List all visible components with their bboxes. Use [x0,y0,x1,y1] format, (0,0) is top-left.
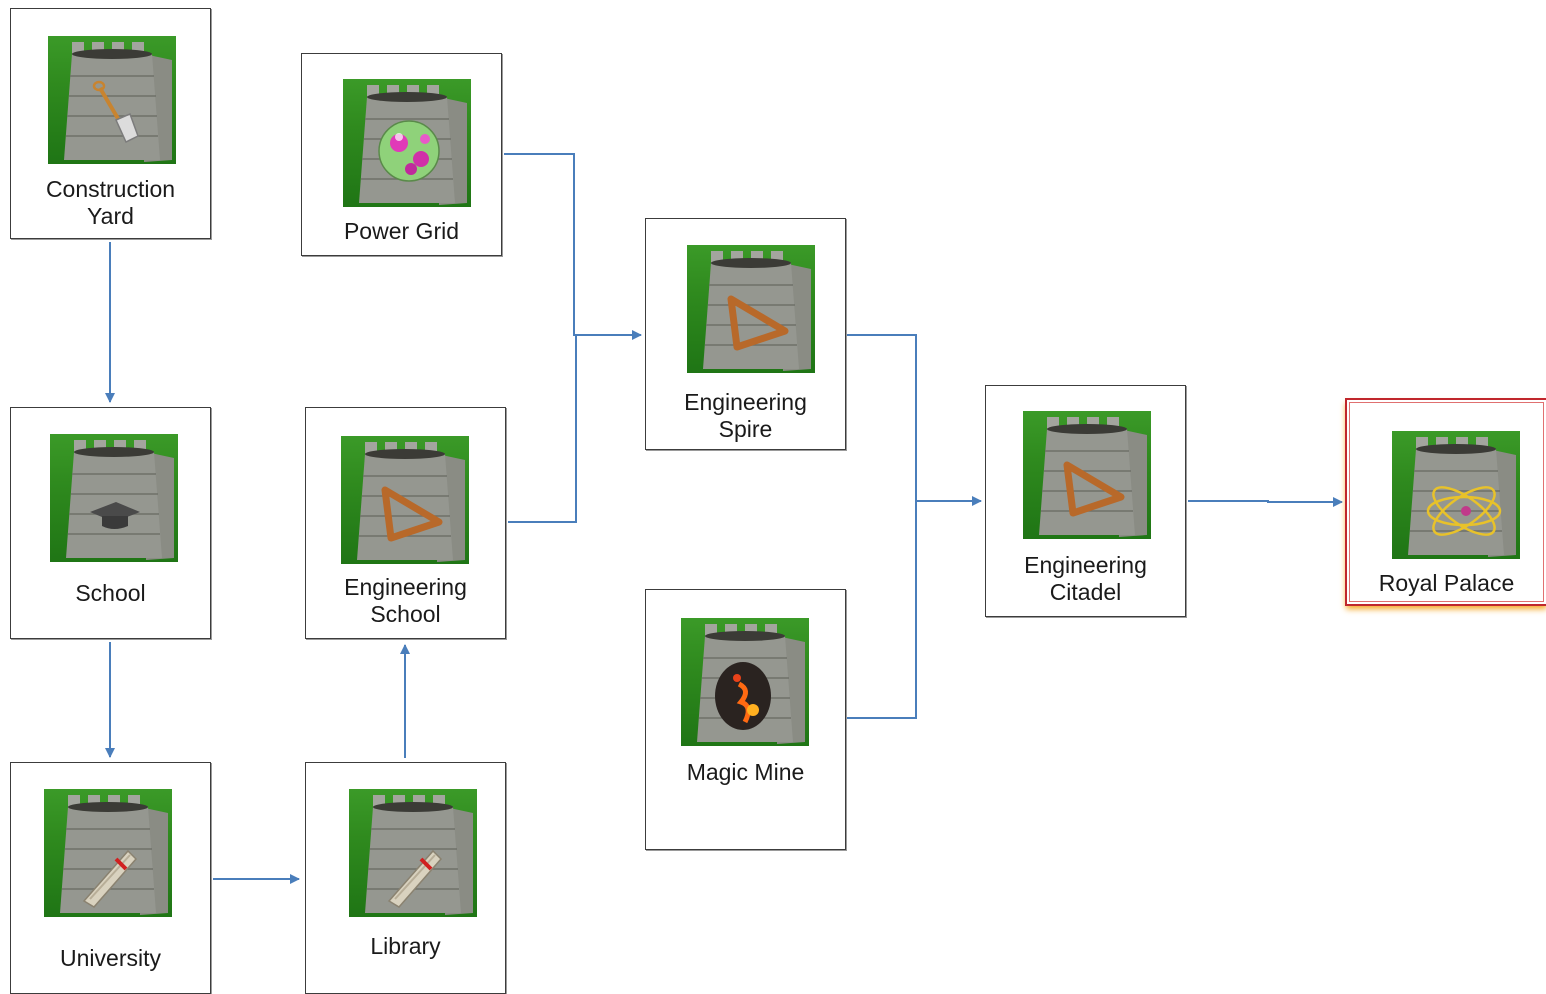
node-label: Magic Mine [686,759,805,785]
set-square-icon [1063,461,1125,517]
lava-icon [715,662,771,730]
node-label: Library [370,933,441,959]
edge-magic-mine-to-citadel [847,501,917,719]
tower-image [681,618,809,746]
node-library[interactable]: Library [305,762,506,994]
graduation-cap-icon [90,502,140,529]
node-engineering-spire[interactable]: Engineering Spire [645,218,846,450]
tower-image [50,434,178,562]
tower-image [1023,411,1151,539]
edge-citadel-to-royal-palace [1188,497,1343,507]
node-label: Royal Palace [1378,570,1515,596]
tower-image [341,436,469,564]
node-university[interactable]: University [10,762,211,994]
edge-power-grid-to-spire [504,153,642,340]
node-engineering-school[interactable]: Engineering School [305,407,506,639]
node-royal-palace[interactable]: Royal Palace [1345,398,1546,606]
tower-image [349,789,477,917]
node-construction-yard[interactable]: Construction Yard [10,8,211,239]
node-label: Engineering Citadel [1024,552,1147,605]
edge-engineering-school-to-spire [508,335,577,523]
edge-spire-to-citadel [847,334,982,506]
set-square-icon [727,295,789,351]
shovel-icon [92,80,139,144]
atom-ring-icon [1426,486,1502,536]
tower-image [1392,431,1520,559]
set-square-icon [381,486,443,542]
node-label: University [60,945,161,971]
node-label: School [75,580,146,606]
node-label: Engineering Spire [684,389,807,442]
node-engineering-citadel[interactable]: Engineering Citadel [985,385,1186,617]
node-label: Power Grid [343,218,460,244]
tower-image [343,79,471,207]
node-power-grid[interactable]: Power Grid [301,53,502,256]
node-label: Engineering School [344,574,467,627]
tower-image [687,245,815,373]
tower-image [44,789,172,917]
tower-image [48,36,176,164]
orb-icon [378,120,440,182]
scroll-icon [387,849,443,908]
scroll-icon [82,849,138,908]
node-label: Construction Yard [45,176,176,229]
node-magic-mine[interactable]: Magic Mine [645,589,846,850]
node-school[interactable]: School [10,407,211,639]
